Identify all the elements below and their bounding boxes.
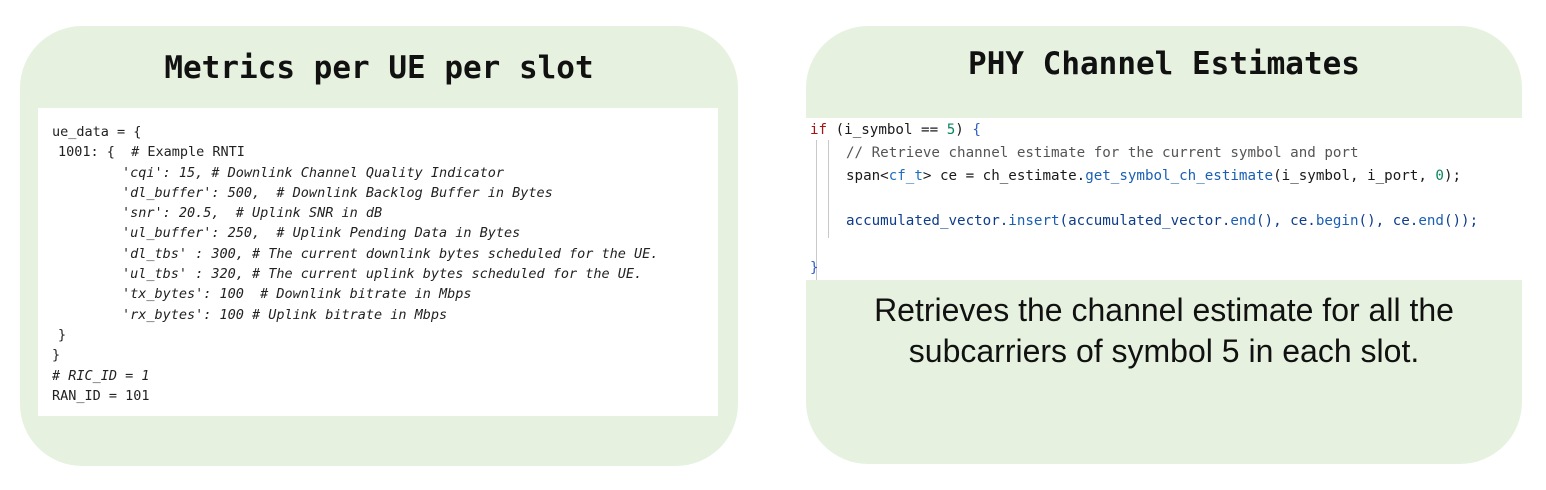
code-line-text: 'ul_tbs' : 320, # The current uplink byt… [122,266,643,283]
code-line-text: 'dl_buffer': 500, # Downlink Backlog Buf… [122,184,553,201]
ue-metrics-title: Metrics per UE per slot [164,50,594,86]
code-line-text: } [58,326,67,343]
code-line: 'dl_tbs' : 300, # The current downlink b… [38,244,718,264]
code-line-text: 'rx_bytes': 100 # Uplink bitrate in Mbps [122,306,448,323]
code-line-insert: accumulated_vector.insert(accumulated_ve… [846,213,1479,229]
code-line: 'cqi': 15, # Downlink Channel Quality In… [38,163,718,183]
code-line: 'rx_bytes': 100 # Uplink bitrate in Mbps [38,305,718,325]
code-line-span: span<cf_t> ce = ch_estimate.get_symbol_c… [846,168,1462,184]
code-line: } [38,325,718,345]
code-line-text: ue_data = { [52,124,142,140]
code-line: 1001: { # Example RNTI [38,142,718,162]
code-line-text: # RIC_ID = 1 [52,367,150,384]
channel-estimate-code-block: if (i_symbol == 5) { // Retrieve channel… [806,118,1522,280]
code-line: ue_data = { [38,122,718,142]
channel-estimate-caption: Retrieves the channel estimate for all t… [874,292,1454,369]
code-line-text: 'snr': 20.5, # Uplink SNR in dB [122,205,383,222]
code-line-text: 'tx_bytes': 100 # Downlink bitrate in Mb… [122,286,472,303]
indent-guide [816,140,817,280]
code-line: 'ul_buffer': 250, # Uplink Pending Data … [38,223,718,243]
code-line-text: RAN_ID = 101 [52,387,150,404]
phy-channel-title: PHY Channel Estimates [968,46,1360,82]
code-line-text: 'cqi': 15, # Downlink Channel Quality In… [122,164,505,181]
code-line: RAN_ID = 101 [38,386,718,406]
indent-guide [828,140,829,238]
code-line: 'dl_buffer': 500, # Downlink Backlog Buf… [38,183,718,203]
code-line-close-brace: } [810,260,819,276]
ue-metrics-panel: Metrics per UE per slot ue_data = { 1001:… [20,26,738,466]
phy-channel-panel: PHY Channel Estimates if (i_symbol == 5)… [806,26,1522,464]
code-line-text: 'ul_buffer': 250, # Uplink Pending Data … [122,225,521,242]
code-line-comment: // Retrieve channel estimate for the cur… [846,145,1359,161]
code-line: } [38,345,718,365]
code-line-text: 1001: { # Example RNTI [58,144,245,161]
code-line: 'snr': 20.5, # Uplink SNR in dB [38,203,718,223]
code-line: 'ul_tbs' : 320, # The current uplink byt… [38,264,718,284]
code-line: 'tx_bytes': 100 # Downlink bitrate in Mb… [38,284,718,304]
code-line: # RIC_ID = 1 [38,366,718,386]
code-line-if: if (i_symbol == 5) { [810,122,981,138]
code-line-text: } [52,347,61,364]
ue-data-code-block: ue_data = { 1001: { # Example RNTI 'cqi': … [38,108,718,416]
code-line-text: 'dl_tbs' : 300, # The current downlink b… [122,245,659,262]
